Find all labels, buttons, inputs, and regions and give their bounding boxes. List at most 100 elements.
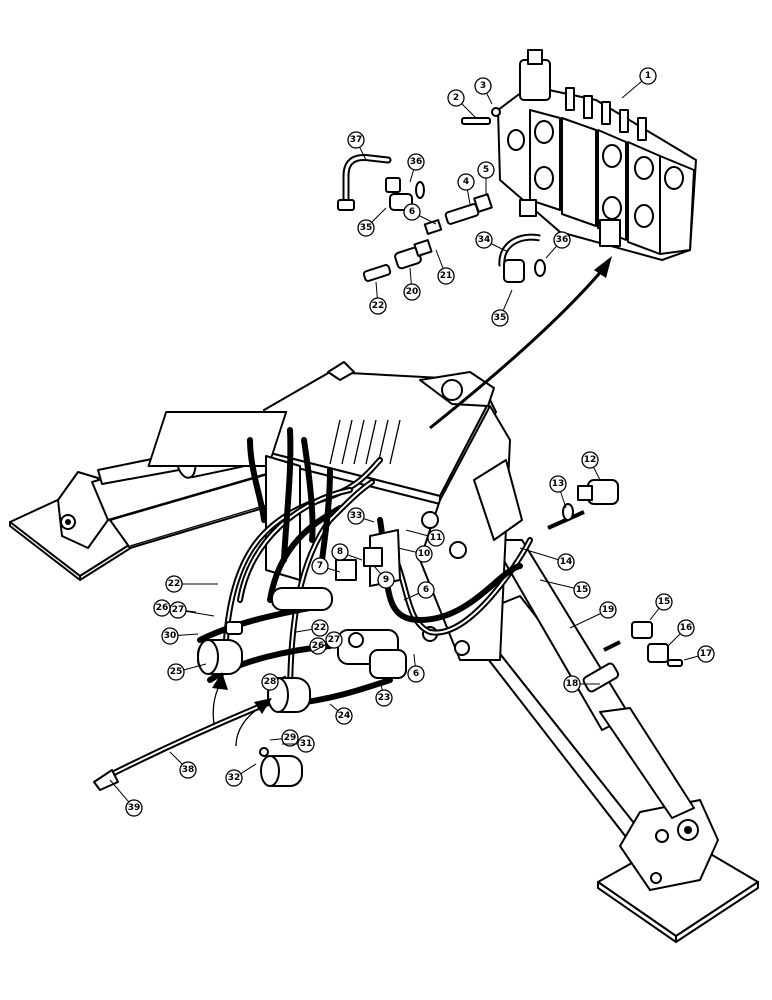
callout-number: 22	[372, 301, 385, 311]
callout-number: 26	[156, 603, 169, 613]
part-callout-2: 2	[447, 89, 477, 119]
callout-number: 23	[378, 693, 391, 703]
part-callout-15: 15	[649, 593, 673, 621]
part-callout-10: 10	[397, 545, 433, 563]
part-callout-4: 4	[457, 173, 475, 205]
callout-number: 19	[602, 605, 615, 615]
callout-circle	[311, 557, 329, 575]
callout-number: 35	[360, 223, 373, 233]
callout-number: 39	[128, 803, 141, 813]
callout-circle	[563, 675, 581, 693]
callout-circle	[475, 231, 493, 249]
callout-circle	[369, 297, 387, 315]
callout-number: 17	[700, 649, 713, 659]
callout-circle	[331, 543, 349, 561]
control-valve	[497, 49, 697, 261]
callout-number: 4	[463, 177, 469, 187]
part-callout-8: 8	[331, 543, 363, 561]
part-callout-15: 15	[539, 579, 591, 599]
part-callout-27: 27	[169, 601, 215, 619]
part-callout-6: 6	[403, 581, 435, 601]
callout-number: 38	[182, 765, 195, 775]
part-callout-33: 33	[347, 507, 375, 525]
part-callout-23: 23	[375, 679, 393, 707]
callout-circle	[125, 799, 143, 817]
part-callout-14: 14	[519, 547, 575, 571]
part-callout-6: 6	[407, 653, 425, 683]
part-callout-29: 29	[269, 729, 299, 747]
callout-circle	[677, 619, 695, 637]
callout-circle	[407, 665, 425, 683]
callout-circle	[655, 593, 673, 611]
part-callout-37: 37	[347, 131, 367, 161]
callout-circle	[281, 729, 299, 747]
callout-number: 27	[328, 635, 341, 645]
part-callout-1: 1	[621, 67, 657, 99]
callout-circle	[553, 231, 571, 249]
callout-circle	[557, 553, 575, 571]
callout-number: 25	[170, 667, 183, 677]
part-callout-36: 36	[545, 231, 571, 259]
callout-circle	[325, 631, 343, 649]
callout-circle	[599, 601, 617, 619]
callout-circle	[309, 637, 327, 655]
part-callout-31: 31	[282, 735, 315, 753]
callout-circle	[261, 673, 279, 691]
right-cylinder	[491, 539, 695, 819]
callout-circle	[697, 645, 715, 663]
callout-circle	[407, 153, 425, 171]
right-stabilizer	[463, 595, 759, 943]
callout-number: 27	[172, 605, 185, 615]
part-callout-5: 5	[477, 161, 495, 196]
callout-number: 24	[338, 711, 351, 721]
callout-number: 8	[337, 547, 343, 557]
callout-circle	[347, 131, 365, 149]
callout-number: 26	[312, 641, 325, 651]
part-callout-36: 36	[407, 153, 425, 183]
callout-number: 22	[314, 623, 327, 633]
callout-circle	[297, 735, 315, 753]
callout-number: 13	[552, 479, 565, 489]
part-callout-27: 27	[311, 631, 343, 653]
callout-number: 36	[556, 235, 569, 245]
callout-number: 5	[483, 165, 489, 175]
callout-circle	[457, 173, 475, 191]
part-callout-32: 32	[225, 763, 257, 787]
callout-circle	[225, 769, 243, 787]
callout-circle	[474, 77, 492, 95]
callout-number: 33	[350, 511, 363, 521]
part-callout-22: 22	[295, 619, 329, 637]
callout-circle	[167, 663, 185, 681]
callout-circle	[581, 451, 599, 469]
part-callout-19: 19	[569, 601, 617, 629]
part-callout-12: 12	[581, 451, 601, 481]
callout-circle	[179, 761, 197, 779]
part-callout-24: 24	[329, 703, 353, 725]
callout-number: 10	[418, 549, 431, 559]
callout-number: 6	[423, 585, 429, 595]
callout-number: 16	[680, 623, 693, 633]
callout-circle	[165, 575, 183, 593]
callout-circle	[335, 707, 353, 725]
part-callout-26: 26	[295, 637, 327, 655]
part-callout-21: 21	[435, 249, 455, 285]
callout-circle	[347, 507, 365, 525]
lower-fittings	[197, 529, 407, 787]
callout-number: 29	[284, 733, 297, 743]
part-callout-11: 11	[405, 529, 445, 547]
part-callout-34: 34	[475, 231, 509, 253]
callout-number: 6	[413, 669, 419, 679]
part-callout-28: 28	[261, 673, 287, 691]
part-callout-17: 17	[683, 645, 715, 663]
callout-number: 28	[264, 677, 277, 687]
callout-number: 15	[658, 597, 671, 607]
callout-number: 30	[164, 631, 177, 641]
callout-circle	[161, 627, 179, 645]
callout-number: 15	[576, 585, 589, 595]
callout-circle	[375, 689, 393, 707]
callout-number: 18	[566, 679, 579, 689]
part-callout-6: 6	[403, 203, 437, 225]
callout-number: 1	[645, 71, 651, 81]
